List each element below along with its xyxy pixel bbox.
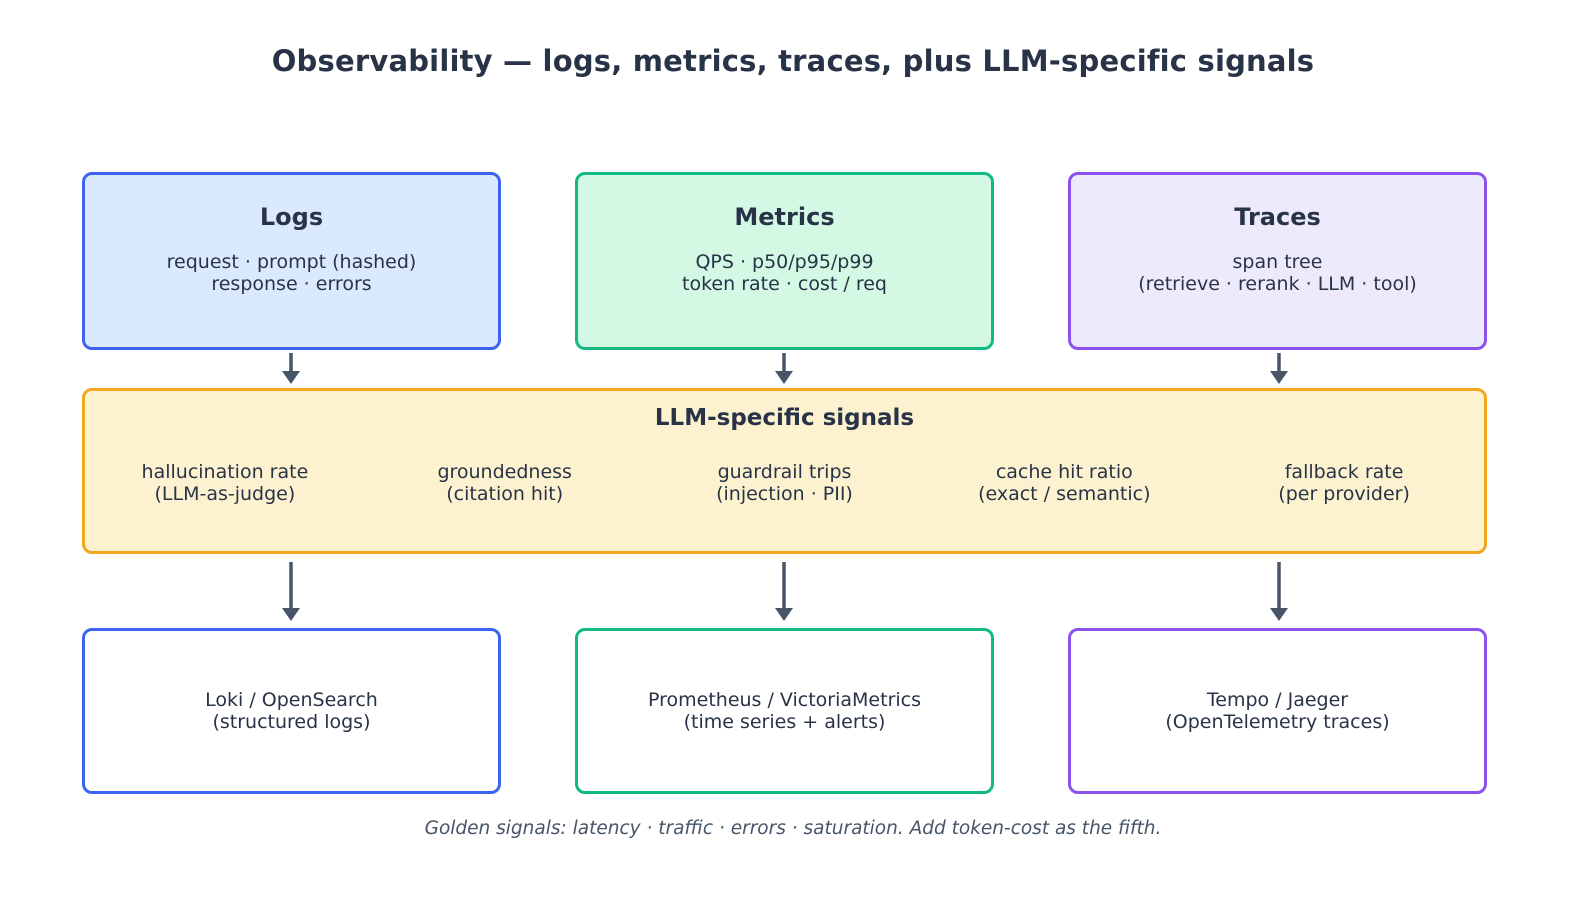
- source-box-logs: Logs request · prompt (hashed) response …: [82, 172, 501, 350]
- signal-item-fallback-rate: fallback rate (per provider): [1278, 461, 1410, 505]
- signal-item-groundedness: groundedness (citation hit): [437, 461, 572, 505]
- arrow-down-icon: [771, 353, 797, 385]
- source-box-traces: Traces span tree (retrieve · rerank · LL…: [1068, 172, 1487, 350]
- box-body-line: response · errors: [211, 273, 372, 295]
- sink-box-loki-opensearch: Loki / OpenSearch (structured logs): [82, 628, 501, 794]
- box-body-line: span tree: [1232, 251, 1323, 273]
- box-body-line: Tempo / Jaeger: [1206, 689, 1349, 711]
- box-title: Traces: [1234, 203, 1321, 231]
- signals-box: LLM-specific signals hallucination rate …: [82, 388, 1487, 554]
- diagram-title: Observability — logs, metrics, traces, p…: [271, 44, 1315, 78]
- box-body-line: token rate · cost / req: [682, 273, 887, 295]
- arrow-down-icon: [278, 562, 304, 622]
- arrow-down-icon: [771, 562, 797, 622]
- box-title: Metrics: [734, 203, 835, 231]
- box-body-line: Loki / OpenSearch: [205, 689, 378, 711]
- signal-item-guardrail-trips: guardrail trips (injection · PII): [716, 461, 853, 505]
- signals-box-title: LLM-specific signals: [654, 405, 915, 431]
- arrow-down-icon: [1266, 353, 1292, 385]
- box-body-line: QPS · p50/p95/p99: [695, 251, 874, 273]
- signals-row: hallucination rate (LLM-as-judge) ground…: [85, 461, 1484, 505]
- box-body-line: (OpenTelemetry traces): [1165, 711, 1390, 733]
- footer-note: Golden signals: latency · traffic · erro…: [424, 818, 1162, 839]
- sink-box-tempo-jaeger: Tempo / Jaeger (OpenTelemetry traces): [1068, 628, 1487, 794]
- source-box-metrics: Metrics QPS · p50/p95/p99 token rate · c…: [575, 172, 994, 350]
- arrow-down-icon: [1266, 562, 1292, 622]
- box-title: Logs: [259, 203, 324, 231]
- box-body-line: (structured logs): [212, 711, 371, 733]
- signal-item-cache-hit-ratio: cache hit ratio (exact / semantic): [978, 461, 1151, 505]
- signal-item-hallucination-rate: hallucination rate (LLM-as-judge): [141, 461, 309, 505]
- arrow-down-icon: [278, 353, 304, 385]
- box-body-line: Prometheus / VictoriaMetrics: [647, 689, 922, 711]
- sink-box-prometheus-victoriametrics: Prometheus / VictoriaMetrics (time serie…: [575, 628, 994, 794]
- box-body-line: request · prompt (hashed): [166, 251, 417, 273]
- box-body-line: (retrieve · rerank · LLM · tool): [1138, 273, 1417, 295]
- box-body-line: (time series + alerts): [683, 711, 886, 733]
